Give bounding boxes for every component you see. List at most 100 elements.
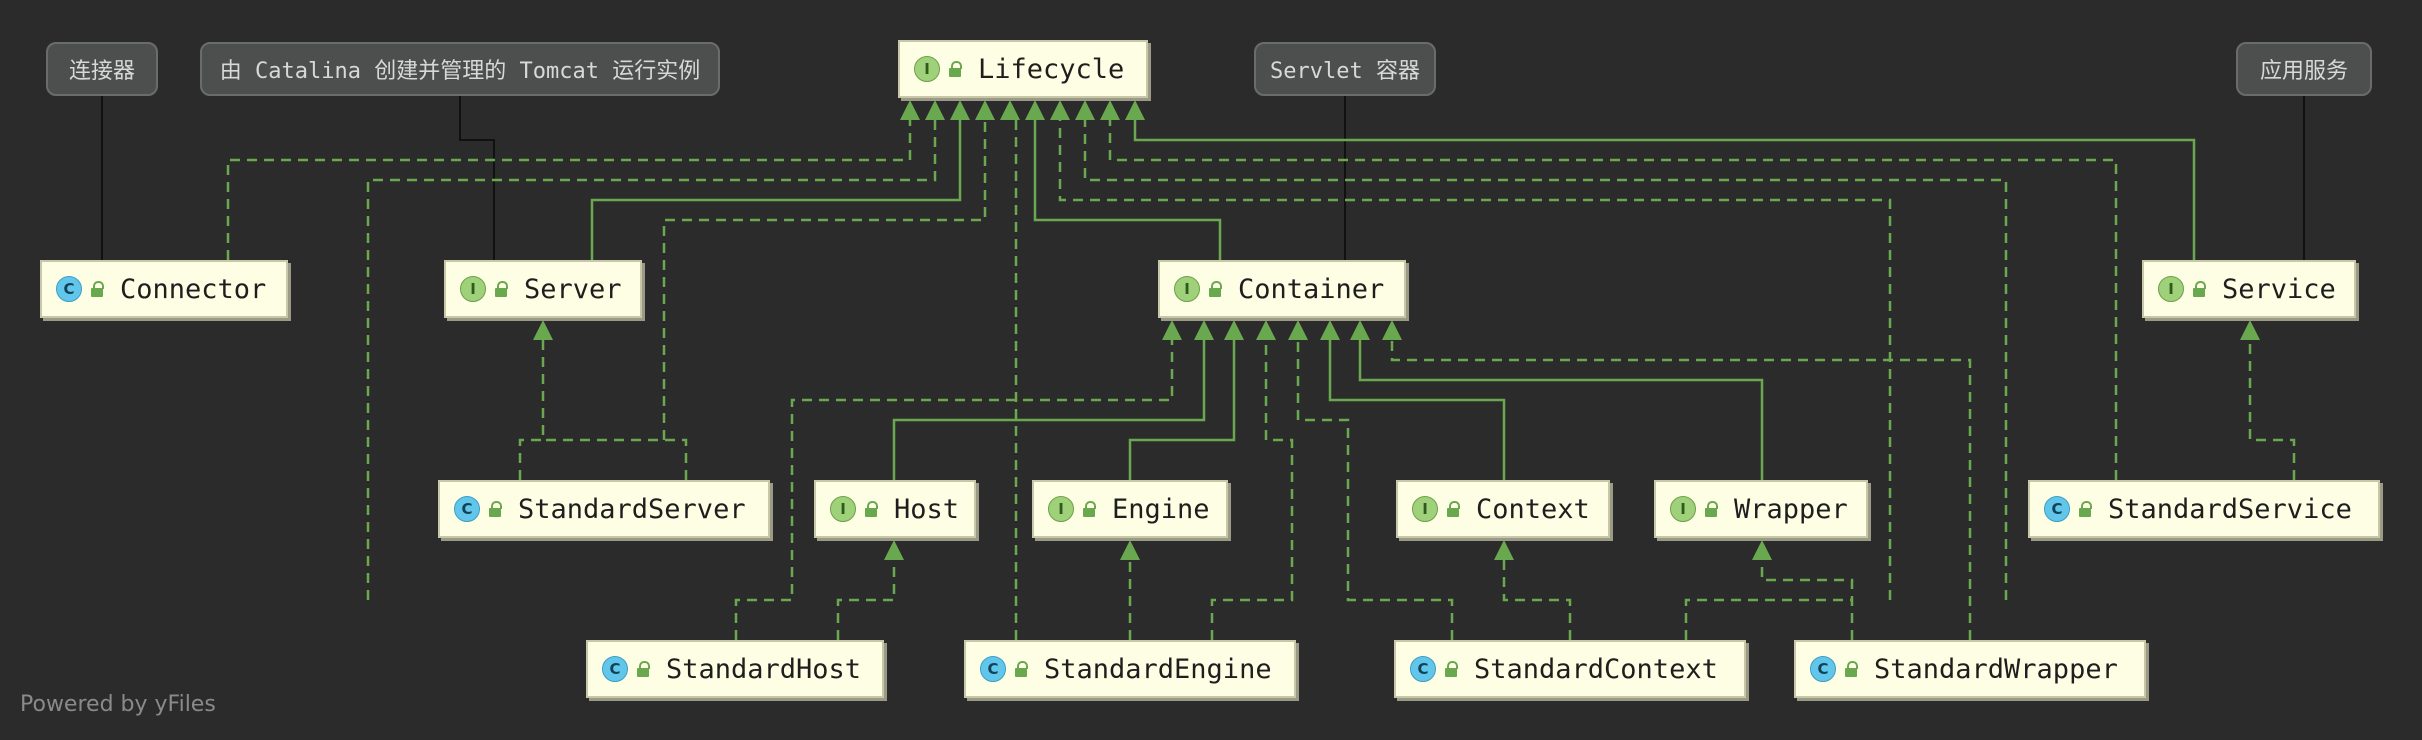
node-wrapper[interactable]: I Wrapper (1654, 480, 1868, 538)
node-standard-wrapper[interactable]: C StandardWrapper (1794, 640, 2146, 698)
class-icon: C (454, 496, 480, 522)
node-connector[interactable]: C Connector (40, 260, 288, 318)
lock-icon (1014, 661, 1028, 677)
edge-standardservice-lifecycle (1108, 120, 2118, 480)
watermark: Powered by yFiles (20, 692, 216, 717)
arrowhead-lifecycle-0 (900, 100, 920, 120)
node-label: Engine (1112, 493, 1210, 525)
interface-icon: I (2158, 276, 2184, 302)
arrowhead-engine (1120, 540, 1140, 560)
class-icon: C (2044, 496, 2070, 522)
lock-icon (1844, 661, 1858, 677)
arrowhead-container-1 (1194, 320, 1214, 340)
arrowhead-container-2 (1224, 320, 1244, 340)
interface-icon: I (460, 276, 486, 302)
arrowhead-lifecycle-7 (1075, 100, 1095, 120)
edge-standardserver-server (518, 340, 545, 480)
lock-icon (1082, 501, 1096, 517)
node-standard-service[interactable]: C StandardService (2028, 480, 2380, 538)
lock-icon (948, 61, 962, 77)
node-standard-host[interactable]: C StandardHost (586, 640, 884, 698)
node-label: Wrapper (1734, 493, 1848, 525)
node-label: StandardWrapper (1874, 653, 2118, 685)
node-container[interactable]: I Container (1158, 260, 1406, 318)
node-label: StandardContext (1474, 653, 1718, 685)
interface-icon: I (830, 496, 856, 522)
arrowhead-container-6 (1350, 320, 1370, 340)
node-server[interactable]: I Server (444, 260, 642, 318)
edge-standardhost-container (734, 340, 1174, 640)
arrowhead-lifecycle-4 (1000, 100, 1020, 120)
lock-icon (864, 501, 878, 517)
interface-icon: I (914, 56, 940, 82)
arrowhead-container-0 (1162, 320, 1182, 340)
lock-icon (2192, 281, 2206, 297)
arrowhead-container-7 (1382, 320, 1402, 340)
node-label: Context (1476, 493, 1590, 525)
arrowhead-container-3 (1256, 320, 1276, 340)
node-label: StandardEngine (1044, 653, 1272, 685)
edge-connector-lifecycle (226, 120, 912, 260)
node-label: StandardService (2108, 493, 2352, 525)
node-engine[interactable]: I Engine (1032, 480, 1228, 538)
edge-standardcontext-context (1502, 560, 1572, 640)
edge-standardserver-lifecycle (662, 120, 987, 440)
interface-icon: I (1412, 496, 1438, 522)
note-connector[interactable]: 连接器 (46, 42, 158, 96)
note-servlet-container[interactable]: Servlet 容器 (1254, 42, 1436, 96)
arrowhead-lifecycle-1 (925, 100, 945, 120)
edge-server-lifecycle (590, 120, 962, 260)
arrowhead-lifecycle-3 (975, 100, 995, 120)
note-link-catalina (459, 96, 495, 260)
edge-engine-container (1128, 340, 1236, 480)
arrowhead-container-5 (1320, 320, 1340, 340)
note-service[interactable]: 应用服务 (2236, 42, 2372, 96)
lock-icon (636, 661, 650, 677)
edge-standardwrapper-lifecycle (1083, 120, 2008, 600)
arrowhead-container-4 (1288, 320, 1308, 340)
lock-icon (2078, 501, 2092, 517)
arrowhead-service (2240, 320, 2260, 340)
lock-icon (488, 501, 502, 517)
arrowhead-wrapper (1752, 540, 1772, 560)
node-lifecycle[interactable]: I Lifecycle (898, 40, 1148, 98)
edge-container-lifecycle (1033, 120, 1222, 260)
edge-standardwrapper-wrapper (1760, 560, 1854, 640)
class-icon: C (1810, 656, 1836, 682)
node-label: StandardHost (666, 653, 862, 685)
node-label: Server (524, 273, 622, 305)
edge-standardserver-server-b (543, 438, 688, 480)
class-icon: C (1410, 656, 1436, 682)
node-label: Connector (120, 273, 267, 305)
node-standard-server[interactable]: C StandardServer (438, 480, 770, 538)
interface-icon: I (1670, 496, 1696, 522)
edge-standardhost-lifecycle (366, 120, 937, 600)
lock-icon (1704, 501, 1718, 517)
edge-standardwrapper-container (1390, 340, 1972, 640)
node-standard-engine[interactable]: C StandardEngine (964, 640, 1296, 698)
lock-icon (494, 281, 508, 297)
node-label: Container (1238, 273, 1385, 305)
arrowhead-host (884, 540, 904, 560)
arrowhead-server (533, 320, 553, 340)
node-host[interactable]: I Host (814, 480, 976, 538)
interface-icon: I (1174, 276, 1200, 302)
edge-wrapper-container (1358, 340, 1764, 480)
edge-standardcontext-wrapper-link (1684, 598, 1852, 640)
node-label: Lifecycle (978, 53, 1125, 85)
lock-icon (90, 281, 104, 297)
arrowhead-lifecycle-2 (950, 100, 970, 120)
edge-standardservice-service (2248, 340, 2296, 480)
node-label: StandardServer (518, 493, 746, 525)
lock-icon (1446, 501, 1460, 517)
node-standard-context[interactable]: C StandardContext (1394, 640, 1746, 698)
arrowhead-lifecycle-9 (1125, 100, 1145, 120)
edge-host-container (892, 340, 1206, 480)
node-context[interactable]: I Context (1396, 480, 1610, 538)
note-catalina[interactable]: 由 Catalina 创建并管理的 Tomcat 运行实例 (200, 42, 720, 96)
lock-icon (1444, 661, 1458, 677)
arrowhead-lifecycle-5 (1025, 100, 1045, 120)
node-service[interactable]: I Service (2142, 260, 2356, 318)
edge-standardhost-host (836, 560, 896, 640)
